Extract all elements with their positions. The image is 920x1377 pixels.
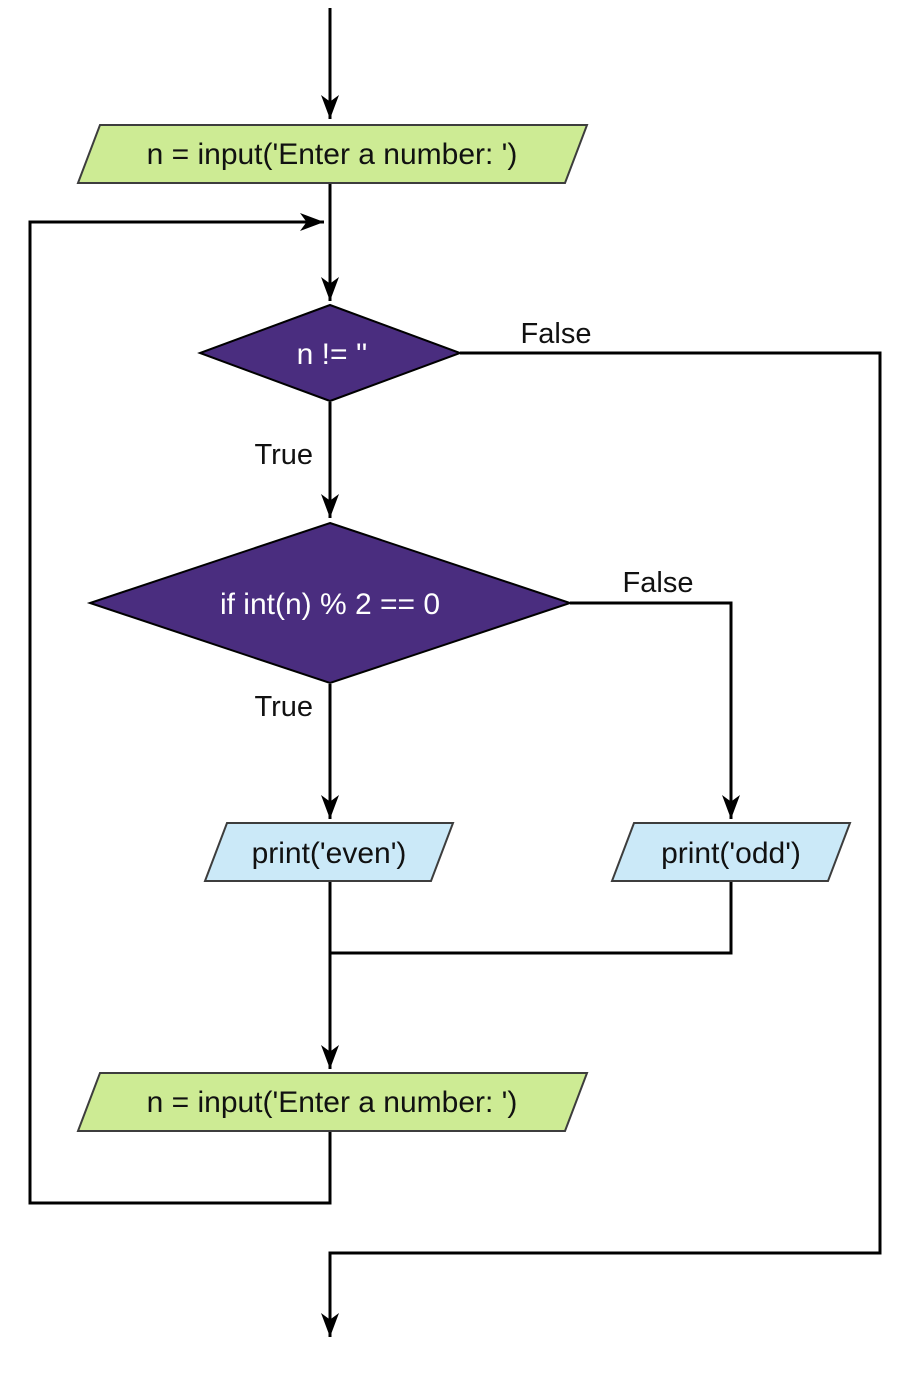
edge-label-mod-false: False: [623, 567, 694, 599]
node-input-bottom: [76, 1072, 589, 1132]
node-print-even-label: print('even'): [252, 837, 407, 870]
node-input-top-label: n = input('Enter a number: '): [147, 138, 518, 171]
node-decision-mod-label: if int(n) % 2 == 0: [220, 588, 440, 621]
edge-label-mod-true: True: [254, 691, 313, 723]
edge-loop-back: [28, 213, 332, 1205]
node-input-top: [76, 124, 589, 184]
edge-odd-merge: [331, 882, 733, 955]
edge-mod-false: [570, 601, 740, 819]
node-print-odd-label: print('odd'): [661, 837, 801, 870]
edge-label-not-empty-false: False: [521, 318, 592, 350]
edge-not-empty-false-exit: [321, 351, 882, 1337]
node-decision-not-empty-label: n != '': [297, 338, 368, 371]
node-input-bottom-label: n = input('Enter a number: '): [147, 1086, 518, 1119]
edge-label-not-empty-true: True: [254, 439, 313, 471]
node-print-even: [203, 822, 455, 882]
node-decision-not-empty: [197, 303, 463, 403]
node-print-odd: [610, 822, 852, 882]
node-decision-mod: [86, 521, 574, 685]
